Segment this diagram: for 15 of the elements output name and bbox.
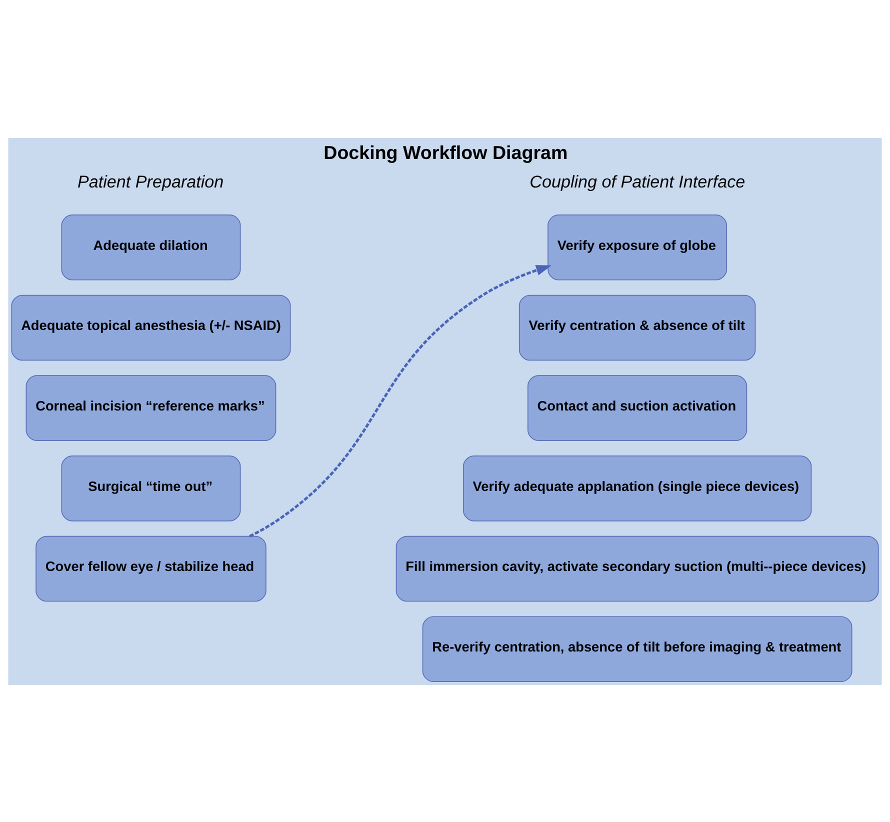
node-box: Contact and suction activation [527, 374, 748, 440]
label: Coupling of Patient Interface [530, 172, 746, 192]
node-box: Verify adequate applanation (single piece devices) [462, 455, 812, 521]
diagram-title: Docking Workflow Diagram [324, 142, 568, 163]
node-box: Verify exposure of globe [548, 214, 728, 280]
label: Patient Preparation [77, 172, 224, 192]
node-box: Verify centration & absence of tilt [518, 294, 756, 360]
node-box: Cover fellow eye / stabilize head [36, 535, 266, 602]
node-box: Fill immersion cavity, activate secondary suction (multi--piece devices) [396, 535, 879, 602]
arrow [249, 264, 552, 537]
node-box: Adequate dilation [61, 214, 241, 280]
node-box: Surgical “time out” [61, 455, 241, 521]
node-box: Re-verify centration, absence of tilt before imaging & treatment [422, 616, 852, 682]
node-box: Adequate topical anesthesia (+/- NSAID) [11, 294, 291, 360]
node-box: Corneal incision “reference marks” [26, 374, 276, 440]
